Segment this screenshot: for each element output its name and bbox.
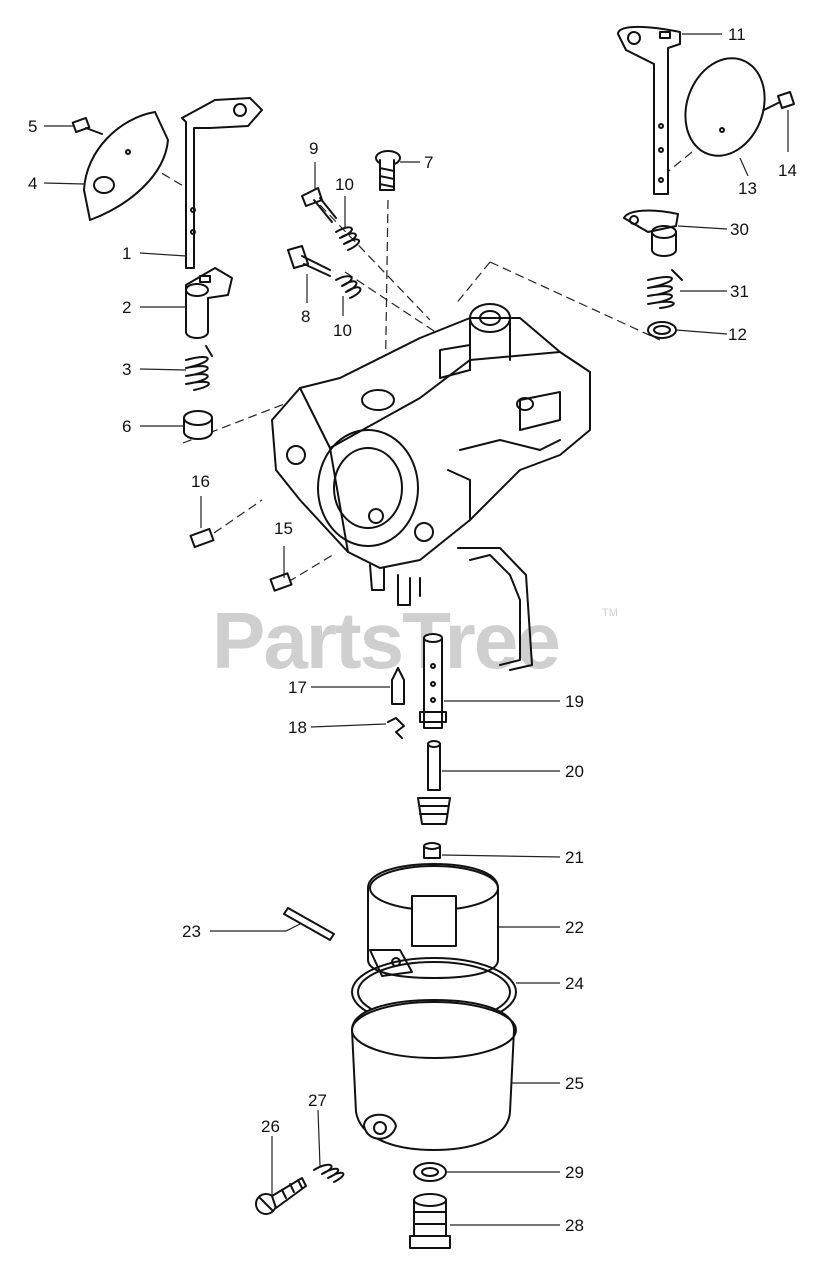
part-17-float-needle [391,667,405,705]
part-27-spring [313,1163,345,1183]
callout-28: 28 [565,1216,584,1235]
callout-5: 5 [28,117,37,136]
part-26-screw [255,1177,307,1215]
callout-25: 25 [565,1074,584,1093]
part-14-screw [763,91,795,111]
callout-15: 15 [274,519,293,538]
callout-2: 2 [122,298,131,317]
callout-8: 8 [301,307,310,326]
part-28-bowl-bolt [409,1193,451,1249]
callout-31: 31 [730,282,749,301]
callout-10-upper: 10 [335,175,354,194]
part-13-choke-plate [684,57,766,157]
part-12-washer [647,321,677,339]
partstree-watermark: PartsTree [212,596,559,685]
part-10-spring-upper [335,226,360,251]
part-2-throttle-collar [185,267,233,339]
part-10-spring-lower [335,275,362,299]
callout-12: 12 [728,325,747,344]
part-3-spring [185,345,213,391]
callout-leader-lines [43,33,789,1226]
callout-1: 1 [122,244,131,263]
part-21-main-jet [423,842,441,859]
callout-13: 13 [738,179,757,198]
part-19-emulsion-tube [419,633,447,729]
callout-27: 27 [308,1091,327,1110]
callout-17: 17 [288,678,307,697]
callout-3: 3 [122,360,131,379]
callout-4: 4 [28,174,37,193]
part-11-choke-shaft [617,25,681,195]
part-6-seal [183,410,213,440]
callout-24: 24 [565,974,584,993]
part-8-screw [287,245,331,277]
part-9-screw [301,187,337,223]
part-16-plug [189,527,215,549]
trademark-mark: TM [602,607,618,619]
callout-7: 7 [424,153,433,172]
callout-19: 19 [565,692,584,711]
part-29-washer [413,1162,447,1182]
part-15-plug [269,572,293,592]
part-7-idle-screw [375,150,401,191]
callout-6: 6 [122,417,131,436]
callout-11: 11 [728,25,746,44]
part-5-screw [71,116,103,135]
callout-22: 22 [565,918,584,937]
carburetor-body [271,303,591,671]
callout-16: 16 [191,472,210,491]
callout-14: 14 [778,161,797,180]
callout-23: 23 [182,922,201,941]
callout-labels: 1 2 3 4 5 6 7 8 9 10 10 11 12 13 14 15 1… [28,25,797,1235]
callout-29: 29 [565,1163,584,1182]
callout-18: 18 [288,718,307,737]
part-30-choke-collar [623,209,679,257]
part-22-float [367,863,499,979]
callout-26: 26 [261,1117,280,1136]
callout-21: 21 [565,848,584,867]
callout-9: 9 [309,139,318,158]
part-25-float-bowl [351,999,517,1151]
callout-20: 20 [565,762,584,781]
part-18-clip [387,717,405,739]
part-1-throttle-shaft [181,97,263,269]
part-4-throttle-plate [83,111,169,221]
part-23-float-pin [283,907,335,941]
part-31-spring [647,269,683,309]
callout-30: 30 [730,220,749,239]
callout-10-lower: 10 [333,321,352,340]
part-20-main-nozzle [417,740,451,825]
